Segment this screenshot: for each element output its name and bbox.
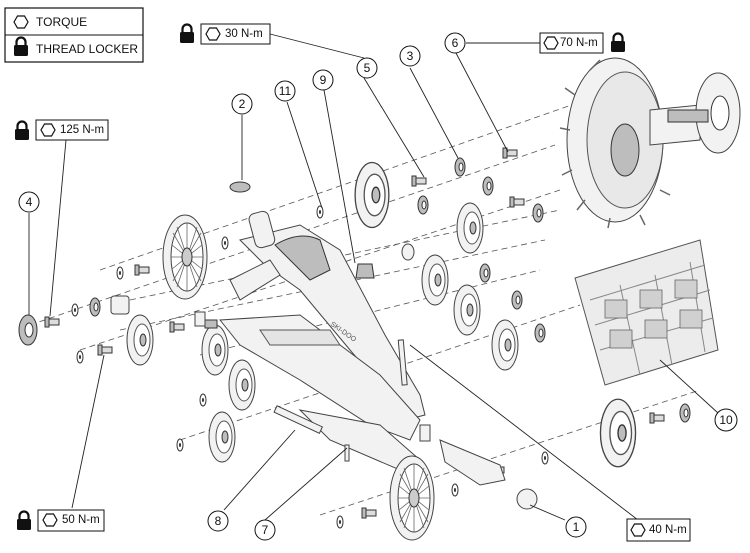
drive-sprocket xyxy=(559,57,741,229)
callout-5: 5 xyxy=(356,57,378,79)
track-section xyxy=(574,239,719,386)
hexagon-icon xyxy=(543,36,559,50)
svg-text:2: 2 xyxy=(239,97,246,111)
svg-text:8: 8 xyxy=(215,514,222,528)
leader-lines xyxy=(28,33,719,521)
padlock-icon xyxy=(15,510,33,532)
svg-text:4: 4 xyxy=(26,195,33,209)
svg-text:11: 11 xyxy=(279,84,292,98)
hexagon-torque-icon xyxy=(13,15,29,29)
hexagon-icon xyxy=(630,523,646,537)
svg-text:50 N-m: 50 N-m xyxy=(62,514,100,526)
callout-3: 3 xyxy=(399,45,421,67)
torque-callout-30: 30 N-m xyxy=(178,23,271,45)
svg-text:6: 6 xyxy=(452,36,459,50)
padlock-icon xyxy=(178,23,196,45)
rail-frame: SKI-DOO xyxy=(219,210,426,471)
callout-11: 11 xyxy=(274,80,296,102)
callout-9: 9 xyxy=(312,69,334,91)
torque-callout-50: 50 N-m xyxy=(15,509,105,532)
svg-text:1: 1 xyxy=(573,520,580,534)
svg-text:3: 3 xyxy=(407,49,414,63)
torque-callout-125: 125 N-m xyxy=(13,119,109,142)
callout-1: 1 xyxy=(565,516,587,538)
bearings-and-hardware xyxy=(18,147,691,529)
callout-8: 8 xyxy=(207,510,229,532)
padlock-icon xyxy=(13,120,31,142)
torque-callout-70: 70 N-m xyxy=(539,32,627,54)
callout-2: 2 xyxy=(231,93,253,115)
callout-4: 4 xyxy=(18,191,40,213)
hexagon-icon xyxy=(205,27,221,41)
callout-7: 7 xyxy=(254,519,276,541)
svg-text:7: 7 xyxy=(262,523,269,537)
callout-6: 6 xyxy=(444,32,466,54)
svg-text:70 N-m: 70 N-m xyxy=(560,37,598,49)
legend-thread-locker-label: THREAD LOCKER xyxy=(36,42,138,56)
svg-text:5: 5 xyxy=(364,61,371,75)
hexagon-icon xyxy=(40,123,56,137)
torque-callout-40: 40 N-m xyxy=(626,518,691,542)
svg-text:30 N-m: 30 N-m xyxy=(225,28,263,40)
legend-torque-label: TORQUE xyxy=(36,15,87,29)
padlock-icon xyxy=(609,32,627,54)
legend-box: TORQUE THREAD LOCKER xyxy=(4,7,144,63)
callout-10: 10 xyxy=(714,408,738,432)
svg-text:9: 9 xyxy=(320,73,327,87)
svg-text:10: 10 xyxy=(719,413,733,427)
hexagon-icon xyxy=(42,513,58,527)
svg-text:125 N-m: 125 N-m xyxy=(60,124,104,136)
svg-text:40 N-m: 40 N-m xyxy=(649,524,687,536)
